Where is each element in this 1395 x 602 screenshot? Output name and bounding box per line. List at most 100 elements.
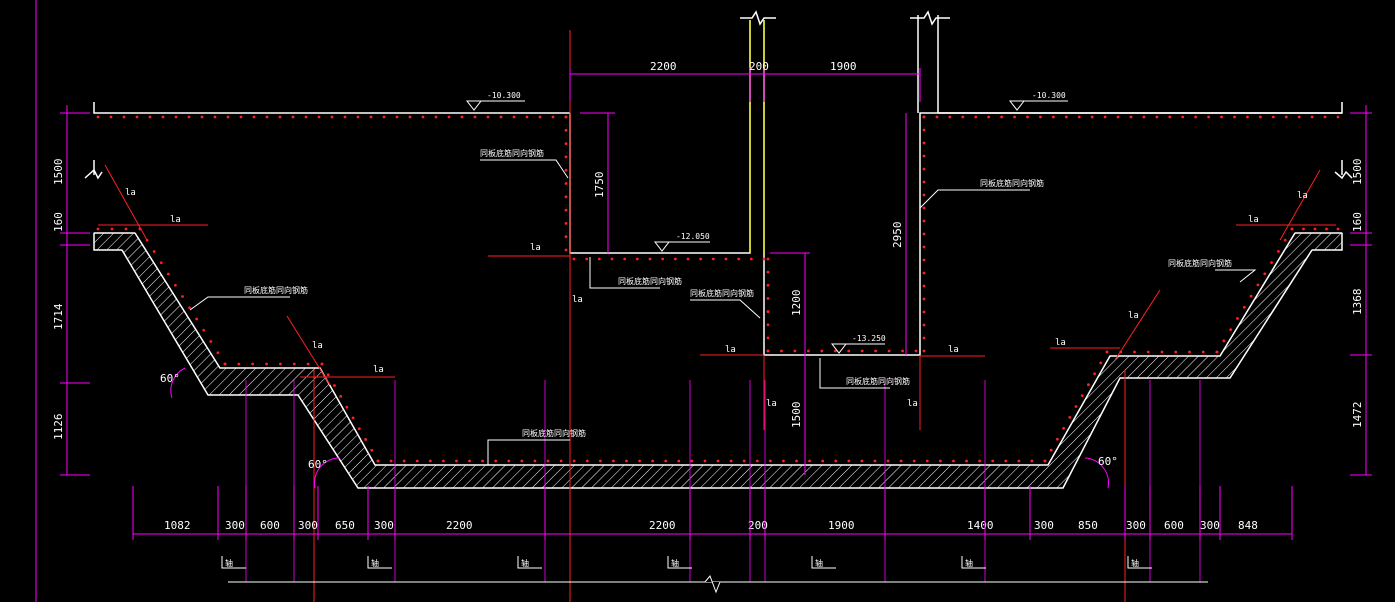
la-label: la bbox=[766, 399, 777, 409]
rebar-dot bbox=[635, 257, 639, 261]
rebar-dot bbox=[481, 459, 485, 463]
la-label: la bbox=[948, 345, 959, 355]
rebar-dot bbox=[351, 416, 355, 420]
rebar-dot bbox=[922, 349, 926, 353]
rebar-dot bbox=[1077, 115, 1081, 119]
elevation-marker-mid: -12.050 bbox=[653, 232, 710, 252]
rebar-dot bbox=[159, 261, 163, 265]
top-dim-1: 2200 bbox=[650, 60, 677, 73]
bottom-dim-label: 300 bbox=[298, 519, 318, 532]
rebar-dot bbox=[1258, 115, 1262, 119]
rebar-dot bbox=[1105, 350, 1109, 354]
rebar-dot bbox=[912, 459, 916, 463]
la-label: la bbox=[125, 188, 136, 198]
bottom-dim-label: 2200 bbox=[446, 519, 473, 532]
rebar-dot bbox=[729, 459, 733, 463]
rebar-dot bbox=[651, 459, 655, 463]
top-dim-2: 200 bbox=[749, 60, 769, 73]
rebar-dot bbox=[1043, 459, 1047, 463]
top-dim-3: 1900 bbox=[830, 60, 857, 73]
la-label: la bbox=[1297, 191, 1308, 201]
rebar-dot bbox=[369, 115, 373, 119]
rebar-dot bbox=[922, 141, 926, 145]
rebar-dot bbox=[195, 317, 199, 321]
rebar-dot bbox=[766, 336, 770, 340]
rebar-dot bbox=[320, 362, 324, 366]
rebar-dot bbox=[188, 306, 191, 310]
rebar-dot bbox=[922, 167, 926, 171]
la-label: la bbox=[312, 341, 323, 351]
rebar-dot bbox=[1283, 238, 1287, 242]
bottom-dim-label: 300 bbox=[374, 519, 394, 532]
rebar-dot bbox=[847, 349, 851, 353]
inner-dim-1200: 1200 bbox=[790, 290, 803, 317]
rebar-dot bbox=[356, 115, 360, 119]
bottom-dim-label: 1400 bbox=[967, 519, 994, 532]
axis-mark-leader bbox=[1127, 556, 1152, 569]
bottom-dim-label: 848 bbox=[1238, 519, 1258, 532]
axis-mark-label: 轴 bbox=[815, 558, 823, 568]
rebar-dot bbox=[978, 459, 982, 463]
rebar-dot bbox=[699, 257, 703, 261]
rebar-dot bbox=[564, 248, 568, 252]
axis-marks: 轴轴轴轴轴轴轴 bbox=[221, 556, 1152, 569]
elevation-marker-right: -10.300 bbox=[1008, 91, 1068, 111]
axis-mark-label: 轴 bbox=[521, 558, 529, 568]
rebar-dot bbox=[124, 227, 128, 231]
rebar-dot bbox=[922, 154, 926, 158]
rebar-dot bbox=[887, 349, 891, 353]
angle-right: 60° bbox=[1098, 455, 1118, 468]
rebar-dot bbox=[370, 448, 374, 452]
note-leaders bbox=[189, 159, 1257, 465]
rebar-dot bbox=[265, 362, 268, 366]
rebar-dot bbox=[1030, 459, 1034, 463]
inner-dim-1500: 1500 bbox=[790, 402, 803, 429]
rebar-dot bbox=[987, 115, 991, 119]
rebar-dot bbox=[564, 142, 568, 146]
la-label: la bbox=[907, 399, 918, 409]
rebar-dot bbox=[1099, 361, 1103, 365]
rebar-dot bbox=[922, 206, 926, 210]
rebar-dot bbox=[564, 235, 568, 239]
rebar-dot bbox=[447, 115, 451, 119]
rebar-dot bbox=[408, 115, 412, 119]
la-label: la bbox=[1128, 311, 1139, 321]
rebar-dot bbox=[239, 115, 243, 119]
rebar-dots bbox=[96, 115, 1340, 463]
rebar-dot bbox=[572, 459, 576, 463]
rebar-dot bbox=[1336, 227, 1340, 231]
rebar-dot bbox=[690, 459, 694, 463]
elevation-mid: -12.050 bbox=[676, 232, 710, 241]
rebar-dot bbox=[766, 283, 770, 287]
rebar-dot bbox=[922, 245, 926, 249]
rebar-dot bbox=[935, 115, 939, 119]
rebar-dot bbox=[291, 115, 295, 119]
angle-mid: 60° bbox=[308, 458, 328, 471]
rebar-dot bbox=[1229, 328, 1233, 332]
rebar-dot bbox=[860, 349, 864, 353]
rebar-dot bbox=[499, 115, 503, 119]
rebar-dot bbox=[922, 336, 926, 340]
bottom-dim-label: 300 bbox=[1200, 519, 1220, 532]
rebar-dot bbox=[520, 459, 524, 463]
rebar-dot bbox=[1284, 115, 1288, 119]
rebar-dot bbox=[749, 257, 753, 261]
rebar-dot bbox=[762, 257, 766, 261]
rebar-dot bbox=[507, 459, 511, 463]
rebar-dot bbox=[460, 115, 464, 119]
rebar-dot bbox=[821, 459, 825, 463]
angle-marks bbox=[170, 367, 1109, 489]
rebar-dot bbox=[922, 232, 926, 236]
rebar-dot bbox=[357, 427, 361, 431]
rebar-dot bbox=[1026, 115, 1029, 119]
rebar-dot bbox=[1222, 339, 1226, 343]
rebar-dot bbox=[886, 459, 890, 463]
rebar-dot bbox=[1155, 115, 1159, 119]
axis-row bbox=[228, 575, 1208, 594]
rebar-dot bbox=[1146, 350, 1150, 354]
rebar-dot bbox=[166, 272, 170, 276]
rebar-dot bbox=[546, 459, 550, 463]
rebar-dot bbox=[279, 362, 282, 366]
